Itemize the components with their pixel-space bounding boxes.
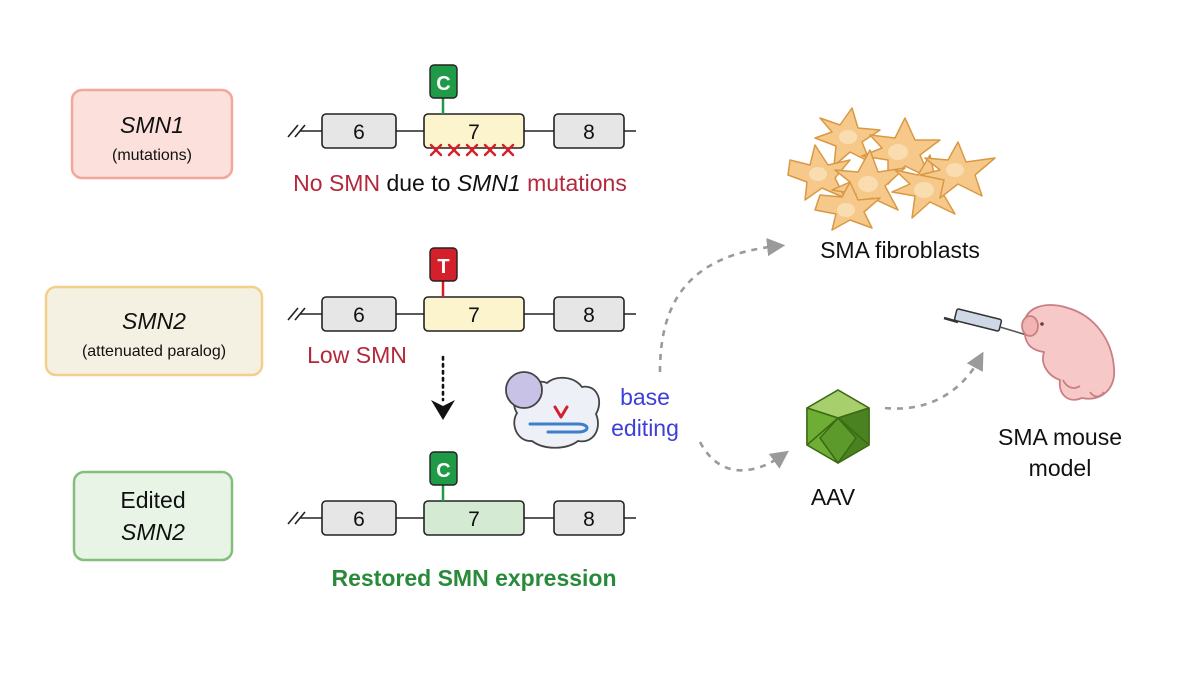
syringe-icon — [943, 308, 1031, 337]
arrow-to-fibroblasts — [658, 238, 786, 373]
edited-smn2-label-box: Edited SMN2 — [72, 470, 234, 562]
smn1-gene-name: SMN1 — [120, 112, 184, 138]
aav-label: AAV — [811, 484, 856, 510]
break-mark — [287, 124, 306, 138]
exon-8 — [553, 296, 625, 332]
exon-7 — [423, 500, 525, 536]
exon-7 — [423, 296, 525, 332]
break-mark — [287, 307, 306, 321]
arrow-to-aav — [698, 441, 789, 472]
mouse-label-line2: model — [1029, 455, 1092, 481]
smn1-subtitle: (mutations) — [112, 147, 192, 164]
row3-caption: Restored SMN expression — [331, 565, 616, 591]
exon-6 — [321, 500, 397, 536]
deaminase-circle — [505, 371, 543, 409]
exon-6 — [321, 113, 397, 149]
mutation-marks — [429, 143, 515, 157]
mouse-pup-icon — [1021, 304, 1115, 401]
edit-down-arrow — [431, 355, 455, 420]
base-t-label: T — [437, 256, 449, 278]
break-mark — [287, 511, 306, 525]
edited-prefix: Edited — [120, 487, 185, 513]
base-c-flag — [429, 64, 458, 99]
exon-7-label: 7 — [468, 508, 480, 531]
exon-8-label: 8 — [583, 508, 595, 531]
exon-6-label: 6 — [353, 508, 365, 531]
aav-capsid-icon — [806, 389, 870, 464]
exon-8-label: 8 — [583, 304, 595, 327]
smn2-subtitle: (attenuated paralog) — [82, 343, 226, 360]
row2-caption: Low SMN — [307, 342, 407, 368]
smn2-label-box: SMN2 (attenuated paralog) — [44, 285, 264, 377]
exon-8 — [553, 113, 625, 149]
exon-8-label: 8 — [583, 121, 595, 144]
fibroblast-cells — [787, 107, 996, 231]
exon-7-label: 7 — [468, 121, 480, 144]
edited-smn2-gene-track: 6 7 8 C — [287, 451, 636, 536]
smn1-label-box: SMN1 (mutations) — [70, 88, 234, 180]
exon-6-label: 6 — [353, 121, 365, 144]
base-c-flag — [429, 451, 458, 486]
smn1-gene-track: 6 7 8 C — [287, 64, 636, 157]
base-editing-line2: editing — [611, 415, 679, 441]
base-c-label: C — [436, 73, 450, 95]
base-editor-icon — [505, 371, 601, 449]
mouse-label-line1: SMA mouse — [998, 424, 1122, 450]
smn2-gene-track: 6 7 8 T — [287, 247, 636, 332]
exon-6-label: 6 — [353, 304, 365, 327]
base-editing-line1: base — [620, 384, 670, 410]
smn2-gene-name: SMN2 — [122, 308, 186, 334]
exon-8 — [553, 500, 625, 536]
fibroblasts-label: SMA fibroblasts — [820, 237, 980, 263]
exon-6 — [321, 296, 397, 332]
exon-7-label: 7 — [468, 304, 480, 327]
base-c-label: C — [436, 460, 450, 482]
row1-caption: No SMN due to SMN1 mutations — [293, 170, 627, 196]
edited-gene-name: SMN2 — [121, 519, 185, 545]
base-t-flag — [429, 247, 458, 282]
arrow-to-mouse — [884, 351, 984, 410]
